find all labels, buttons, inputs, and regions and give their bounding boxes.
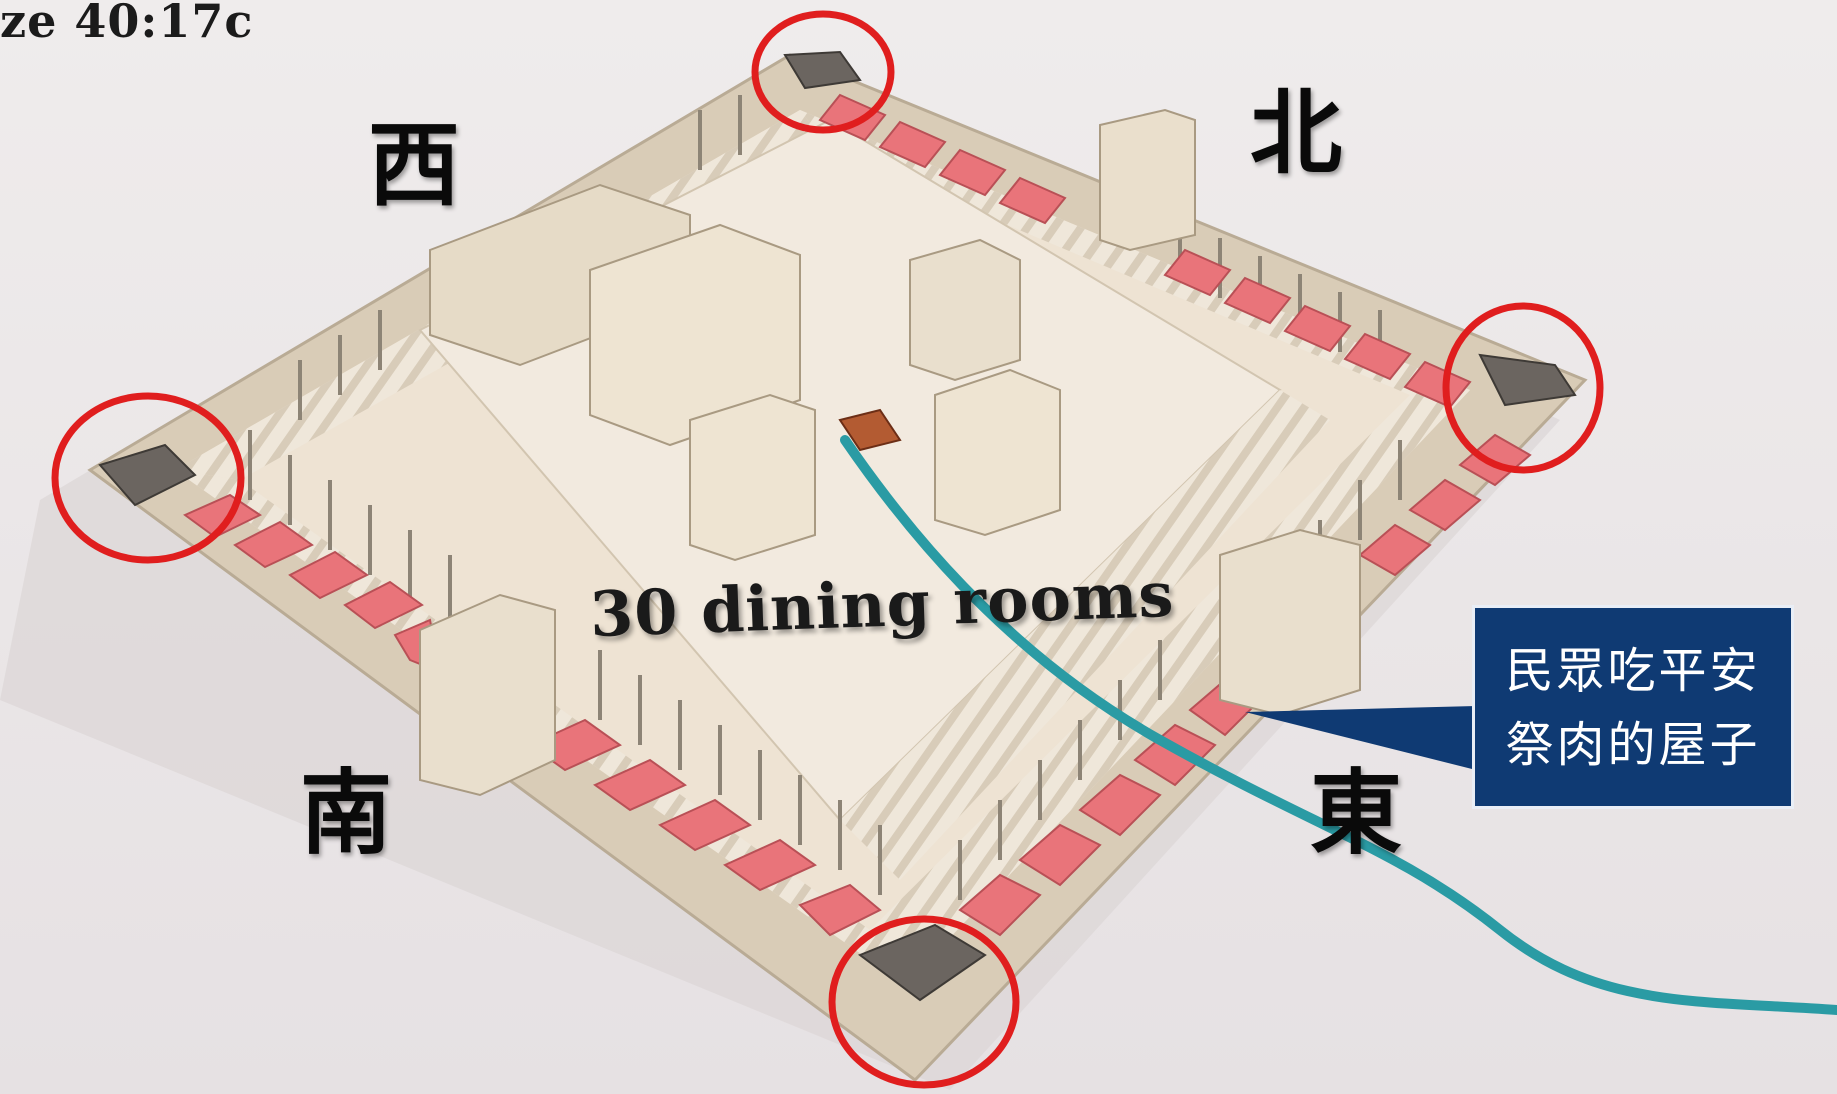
pillar-row-east [958, 440, 1402, 900]
dining-room [958, 873, 1042, 937]
dining-room [1408, 478, 1482, 532]
dining-room [723, 838, 817, 892]
callout-line-2: 祭肉的屋子 [1505, 717, 1761, 773]
callout-pointer [1245, 706, 1476, 770]
callout-line-1: 民眾吃平安 [1505, 643, 1761, 699]
corner-kitchen-south [857, 923, 987, 1002]
dining-room [1358, 523, 1432, 577]
dining-room [818, 93, 887, 142]
central-temple [429, 183, 1061, 562]
dining-room [798, 883, 882, 937]
dining-room [1018, 823, 1102, 887]
highlight-circle-north [751, 10, 895, 134]
dining-room [1458, 433, 1532, 487]
dining-room [1223, 276, 1292, 325]
direction-east-label: 東 [1310, 760, 1403, 867]
highlight-circle-east [1442, 302, 1604, 474]
dining-room [233, 520, 314, 569]
callout-box: 民眾吃平安 祭肉的屋子 [1472, 605, 1794, 809]
dining-room [1283, 304, 1352, 353]
dining-room [183, 493, 263, 539]
scripture-reference: ze 40:17c [0, 0, 254, 48]
altar [838, 408, 902, 452]
dining-room [288, 550, 369, 600]
direction-south-label: 南 [300, 760, 393, 867]
dining-room [878, 120, 947, 169]
river [840, 435, 1837, 1015]
pillar-row-west [298, 95, 742, 420]
dining-room [938, 148, 1007, 197]
direction-north-label: 北 [1250, 80, 1343, 187]
dining-room [1163, 248, 1232, 297]
dining-room [998, 176, 1067, 225]
highlight-circle-west [51, 392, 245, 564]
pillar-row-south [248, 430, 882, 895]
dining-room [1078, 773, 1162, 837]
dining-room [658, 798, 752, 852]
corner-kitchen-east [1478, 353, 1577, 407]
corner-kitchen-west [98, 443, 197, 507]
corner-kitchens [98, 50, 1577, 1002]
dining-room [1343, 332, 1412, 381]
corner-kitchen-north [783, 50, 862, 90]
dining-room [343, 580, 424, 630]
inner-steps-east [840, 390, 1330, 880]
dining-rooms [183, 93, 1532, 937]
highlight-circle-south [828, 915, 1020, 1089]
dining-room [593, 758, 687, 812]
gate-buildings [419, 108, 1361, 797]
highlight-circles [51, 10, 1604, 1089]
direction-west-label: 西 [368, 112, 461, 219]
